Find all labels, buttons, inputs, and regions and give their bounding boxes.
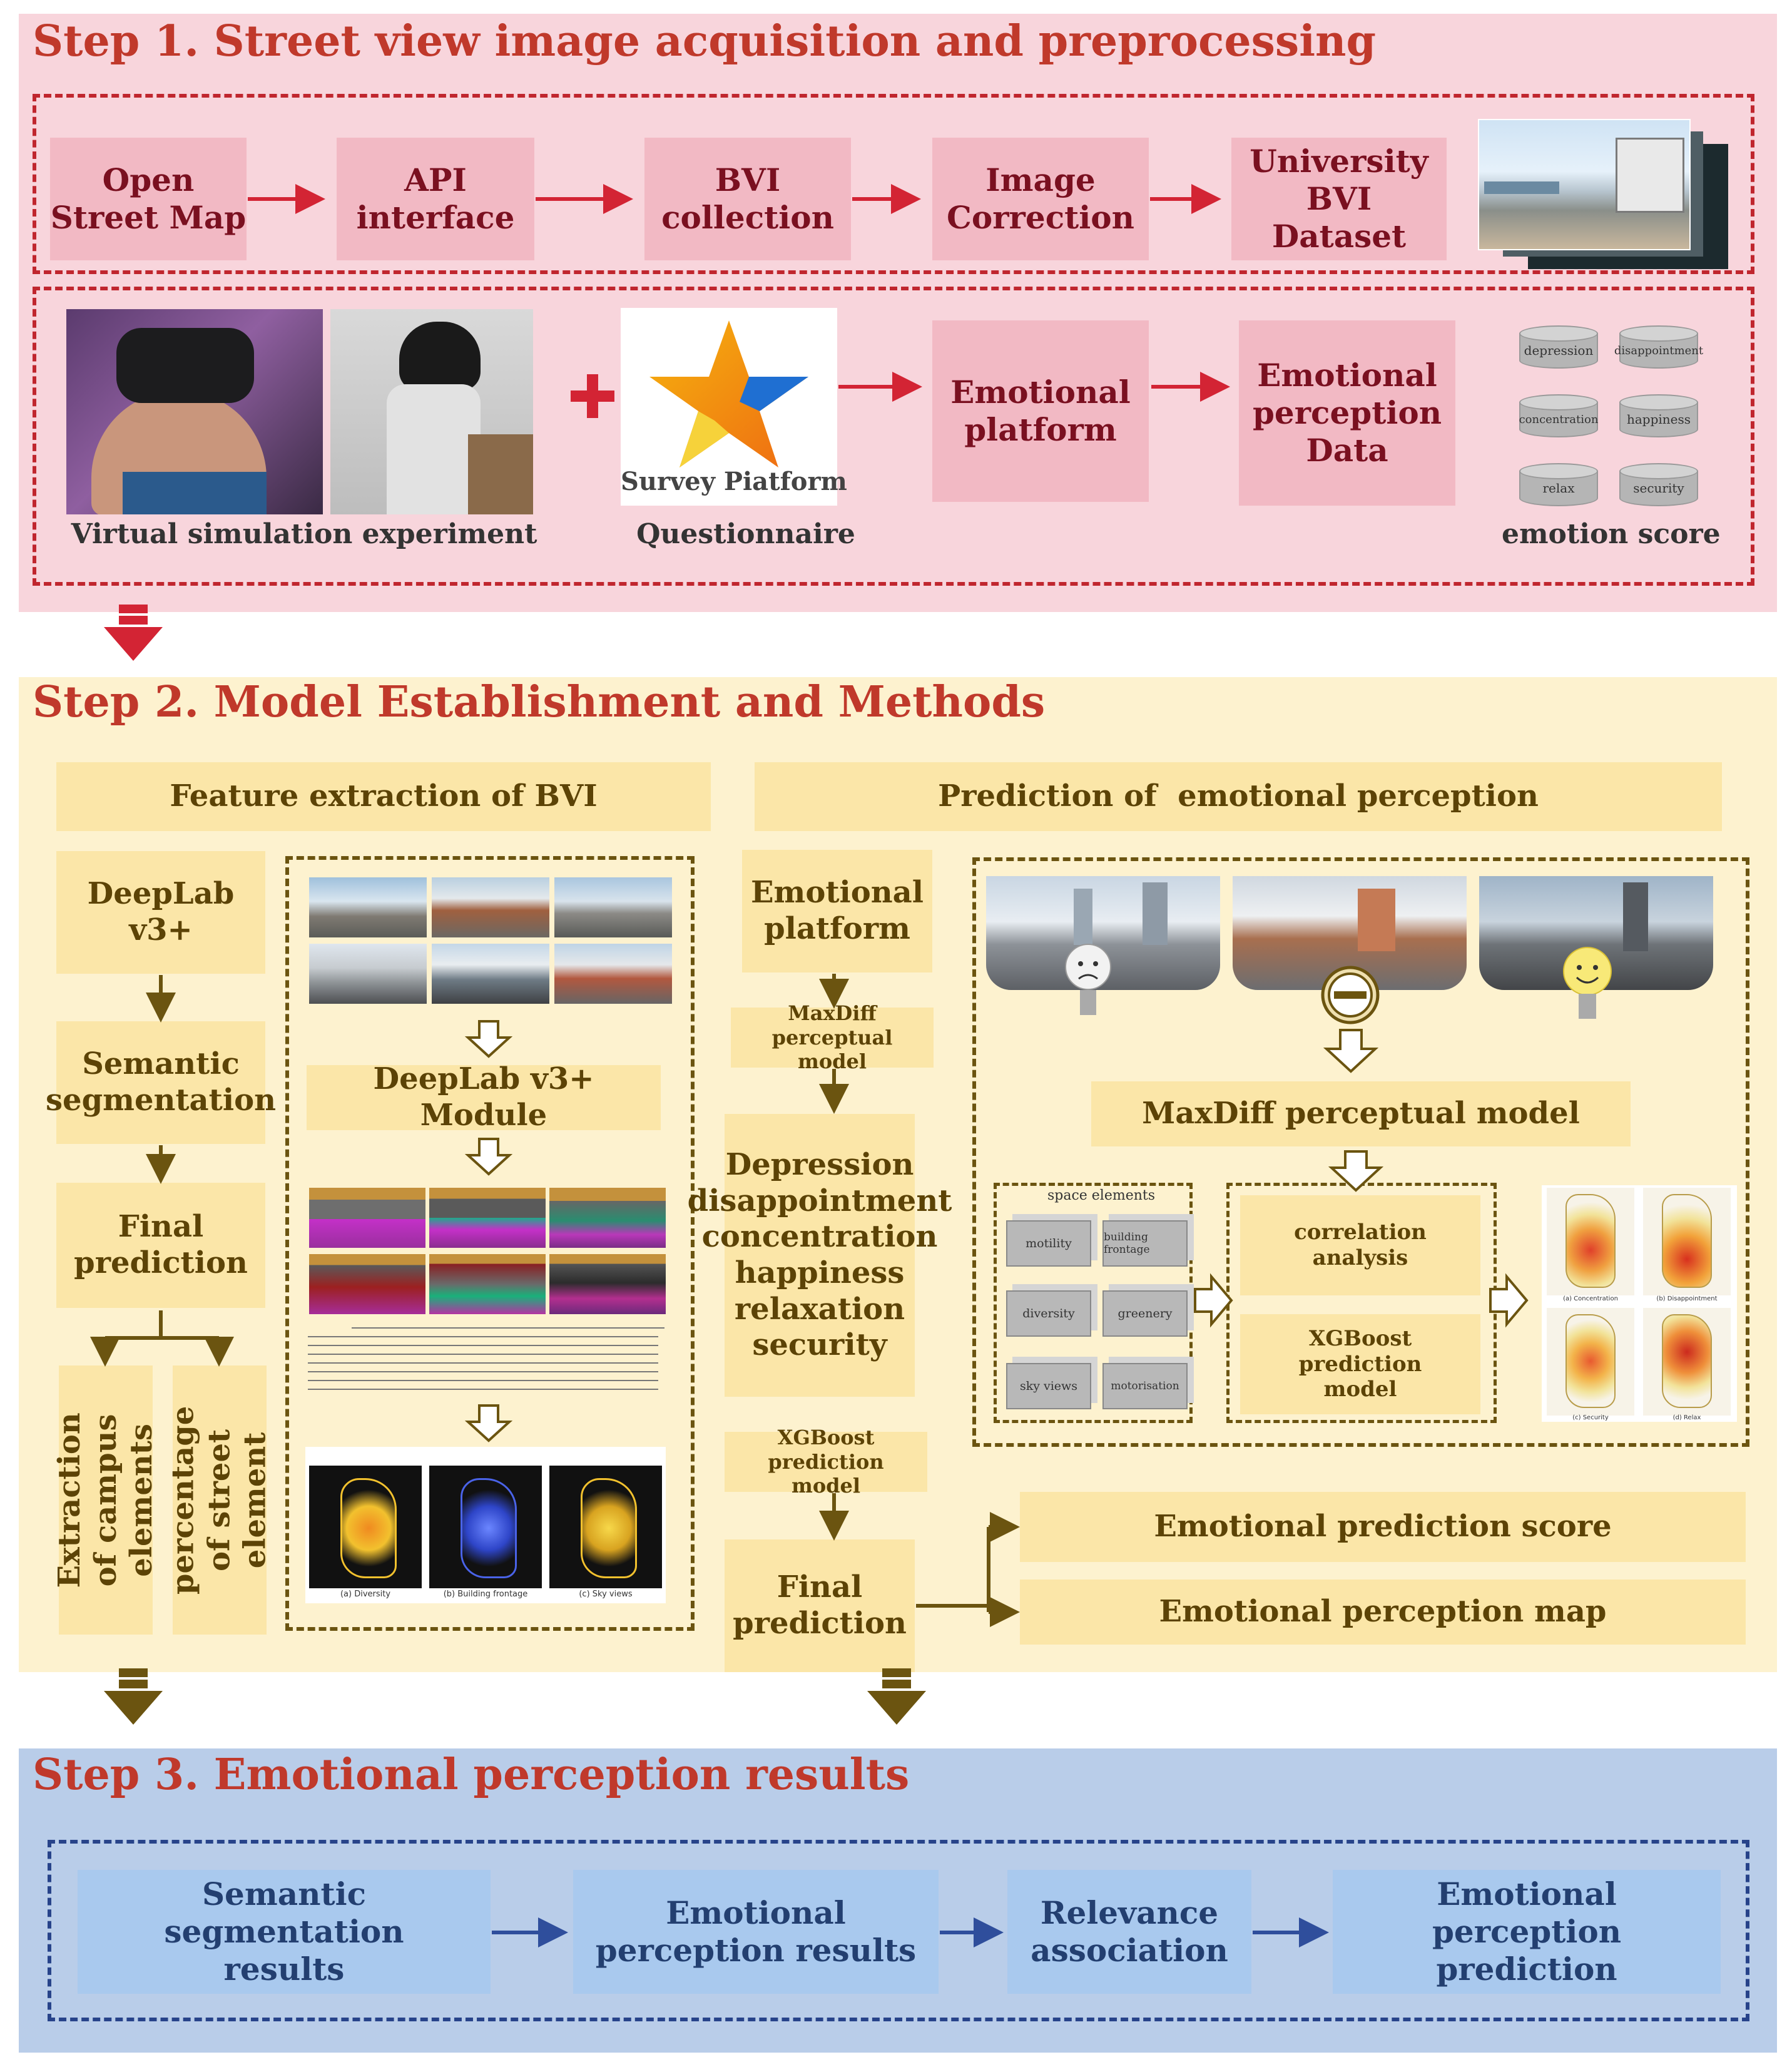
emotion-relaxation: relaxation [734, 1291, 905, 1327]
flow-box-open-street-map: Open Street Map [50, 138, 247, 260]
final-prediction-mid-box: Final prediction [725, 1539, 915, 1672]
emotion-score-caption: emotion score [1502, 518, 1721, 550]
step1-upper-frame [33, 94, 1754, 274]
step2-title: Step 2. Model Establishment and Methods [33, 677, 1046, 727]
space-element-diversity: diversity [1006, 1290, 1091, 1337]
emotion-item-disappointment: disappointment [1614, 325, 1703, 373]
emotion-item-security: security [1619, 463, 1698, 511]
emotion-security: security [752, 1327, 887, 1363]
emotion-happiness: happiness [735, 1255, 905, 1290]
branch-campus-elements: Extraction of campus elements [52, 1365, 159, 1635]
survey-logo-text: Survey Piatform [621, 467, 847, 496]
result-caption-disappointment: (b) Disappointment [1656, 1295, 1718, 1302]
result-emotional-perception-prediction: Emotional perception prediction [1333, 1870, 1721, 1994]
segmentation-masks [309, 1188, 666, 1314]
correlation-analysis-box: correlation analysis [1240, 1195, 1480, 1295]
result-emotional-perception: Emotional perception results [573, 1870, 939, 1994]
flow-box-image-correction: Image Correction [932, 138, 1149, 260]
plus-icon [571, 374, 614, 418]
emotional-platform-mid-box: Emotional platform [742, 850, 932, 972]
space-element-building-frontage: building frontage [1102, 1220, 1188, 1267]
xgboost-right-box: XGBoost prediction model [1240, 1314, 1480, 1414]
flow-box-bvi-collection: BVI collection [644, 138, 851, 260]
emotion-item-concentration: concentration [1519, 394, 1598, 442]
space-elements-frame [994, 1183, 1193, 1423]
step1-title: Step 1. Street view image acquisition an… [33, 16, 1377, 66]
output-prediction-score: Emotional prediction score [1020, 1492, 1746, 1562]
feature-table [308, 1323, 671, 1398]
sad-bulb-icon [1065, 939, 1111, 1033]
emotion-result-maps: (a) Concentration (b) Disappointment (c)… [1542, 1185, 1737, 1422]
emotion-item-depression: depression [1519, 325, 1598, 373]
space-element-sky-views: sky views [1006, 1363, 1091, 1409]
neutral-minus-icon [1320, 965, 1380, 1025]
branch-street-element: percentage of street element [166, 1365, 273, 1635]
bvi-thumbnails [309, 877, 672, 1005]
emotion-disappointment: disappointment [687, 1183, 952, 1218]
feature-maps: (a) Diversity (b) Building frontage (c) … [305, 1447, 666, 1603]
feature-extraction-header: Feature extraction of BVI [56, 762, 711, 831]
vr-caption: Virtual simulation experiment [71, 518, 537, 550]
step3-title: Step 3. Emotional perception results [33, 1750, 910, 1800]
vr-photo-man [66, 309, 323, 514]
result-semantic-segmentation: Semantic segmentation results [78, 1870, 491, 1994]
emotion-concentration: concentration [701, 1219, 938, 1255]
result-caption-security: (c) Security [1572, 1414, 1609, 1421]
space-element-motorisation: motorisation [1102, 1363, 1188, 1409]
map-caption-diversity: (a) Diversity [340, 1590, 391, 1599]
deeplab-frame [285, 856, 695, 1631]
flow-box-api-interface: API interface [337, 138, 534, 260]
questionnaire-caption: Questionnaire [636, 518, 855, 550]
step2-to-step3-arrow-right [867, 1668, 926, 1725]
step1-to-step2-arrow [104, 605, 163, 661]
prediction-frame [972, 857, 1749, 1447]
dataset-image-stack [1478, 119, 1728, 269]
final-prediction-left-box: Final prediction [56, 1183, 265, 1308]
prediction-header: Prediction of emotional perception [755, 762, 1722, 831]
result-caption-concentration: (a) Concentration [1563, 1295, 1618, 1302]
deeplab-module-box: DeepLab v3+ Module [307, 1061, 661, 1133]
step3-frame [48, 1840, 1749, 2021]
survey-platform-logo [621, 308, 837, 506]
emotion-item-happiness: happiness [1619, 394, 1698, 442]
result-relevance-association: Relevance association [1007, 1870, 1251, 1994]
emotional-perception-data-box: Emotional perception Data [1239, 320, 1455, 506]
emotion-depression: Depression [725, 1147, 914, 1183]
deeplab-box: DeepLab v3+ [56, 851, 265, 974]
space-element-motility: motility [1006, 1220, 1091, 1267]
star-icon [649, 320, 808, 467]
semantic-segmentation-box: Semantic segmentation [46, 1021, 276, 1144]
map-caption-building-frontage: (b) Building frontage [443, 1590, 528, 1599]
vr-photo-woman [330, 309, 533, 514]
map-caption-sky-views: (c) Sky views [579, 1590, 633, 1599]
space-elements-title: space elements [1047, 1188, 1156, 1203]
happy-bulb-icon [1560, 945, 1614, 1039]
step1-lower-frame [33, 287, 1754, 586]
emotions-list-box: Depression disappointment concentration … [688, 1114, 952, 1397]
output-perception-map: Emotional perception map [1020, 1580, 1746, 1645]
emotion-item-relax: relax [1519, 463, 1598, 511]
step2-to-step3-arrow-left [104, 1668, 163, 1725]
space-element-greenery: greenery [1102, 1290, 1188, 1337]
emotional-platform-box: Emotional platform [932, 320, 1149, 502]
flow-box-university-bvi-dataset: University BVI Dataset [1231, 138, 1447, 260]
result-caption-relax: (d) Relax [1672, 1414, 1701, 1421]
maxdiff-right-box: MaxDiff perceptual model [1091, 1081, 1631, 1146]
